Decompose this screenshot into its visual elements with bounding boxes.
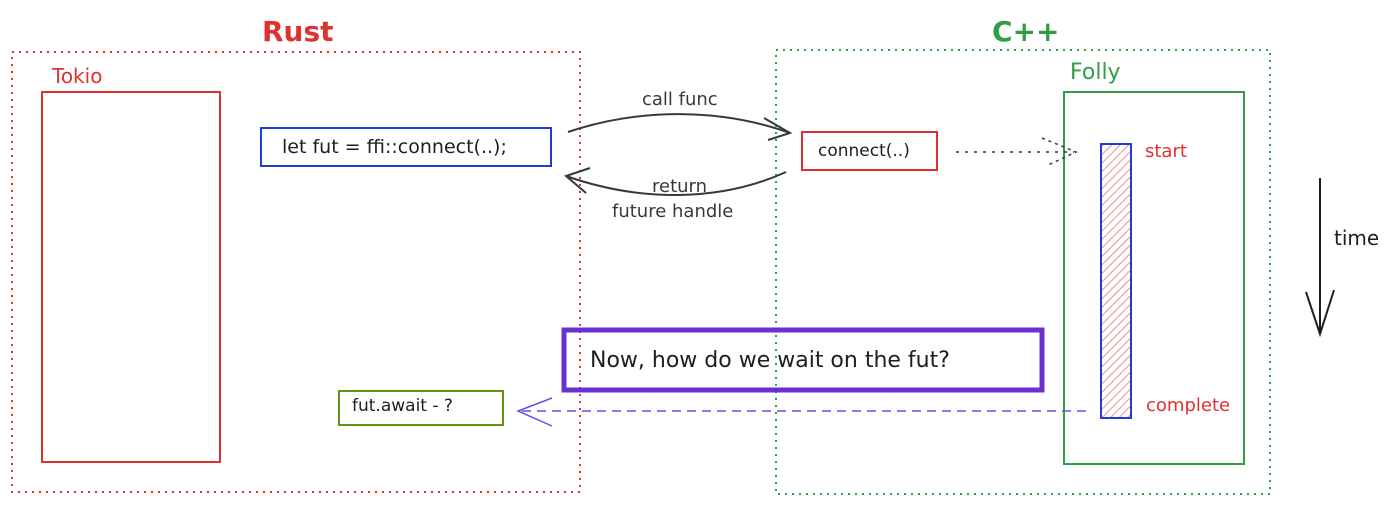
execution-bar <box>1100 143 1132 419</box>
return-label: return <box>652 176 708 197</box>
connect-call-text: connect(..) <box>818 141 910 161</box>
rust-code-box <box>260 127 552 167</box>
tokio-label: Tokio <box>52 64 103 88</box>
folly-label: Folly <box>1070 60 1121 85</box>
time-label: time <box>1334 226 1380 250</box>
question-box <box>561 327 1045 393</box>
call-func-arrow-head <box>763 117 793 141</box>
await-box <box>338 390 504 426</box>
return-arrow-head <box>564 167 591 194</box>
start-label: start <box>1145 141 1187 162</box>
time-arrow-head <box>1305 289 1335 338</box>
question-text: Now, how do we wait on the fut? <box>590 348 950 373</box>
await-code-text: fut.await - ? <box>352 396 453 416</box>
cpp-title: C++ <box>992 15 1060 48</box>
rust-title: Rust <box>262 15 334 48</box>
tokio-box <box>41 91 221 463</box>
future-handle-label: future handle <box>612 201 734 222</box>
call-func-label: call func <box>642 89 718 110</box>
connect-box <box>801 131 938 171</box>
cpp-region <box>775 49 1271 495</box>
call-func-arrow <box>567 113 791 134</box>
completion-arrow-head <box>516 397 553 427</box>
return-arrow <box>565 171 787 196</box>
folly-box <box>1063 91 1245 465</box>
dispatch-arrow-head <box>1041 137 1078 167</box>
complete-label: complete <box>1146 395 1231 416</box>
rust-code-text: let fut = ffi::connect(..); <box>282 136 507 158</box>
